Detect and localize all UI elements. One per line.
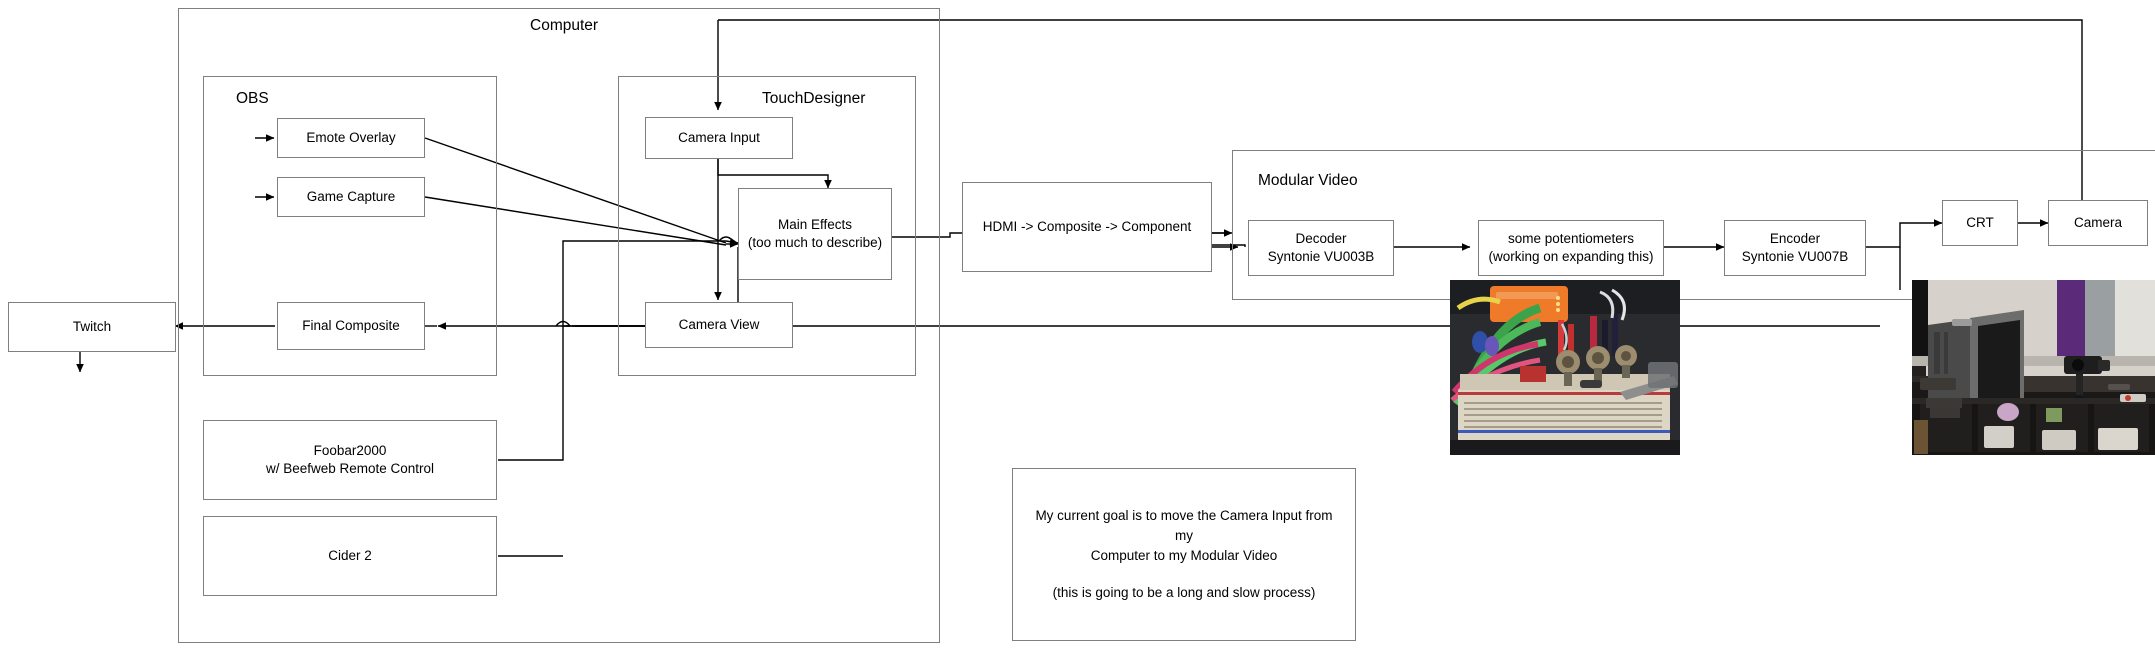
wire-camera-return-top	[718, 19, 2083, 200]
node-final-composite-label: Final Composite	[302, 318, 400, 334]
node-encoder-line1: Encoder	[1769, 231, 1821, 247]
wire-hdmi-bottom	[1212, 244, 1246, 247]
node-final-composite[interactable]: Final Composite	[277, 302, 425, 350]
crt-setup-photo	[1912, 280, 2155, 455]
node-emote-overlay[interactable]: Emote Overlay	[277, 118, 425, 158]
node-hdmi-chain-label: HDMI -> Composite -> Component	[982, 219, 1192, 235]
wire-arrow-into-main-effects-b	[725, 237, 739, 246]
wire-hop-final-composite	[555, 320, 571, 327]
node-encoder-line2: Syntonie VU007B	[1741, 249, 1849, 264]
wire-hop-main-effects	[718, 236, 734, 242]
wire-game-capture-to-main-effects	[424, 196, 727, 246]
group-touchdesigner-label: TouchDesigner	[762, 90, 866, 107]
breadboard-photo-art	[1450, 280, 1680, 455]
node-decoder-line2: Syntonie VU003B	[1267, 249, 1375, 264]
node-main-effects-line1: Main Effects	[777, 217, 853, 233]
wire-encoder-to-crt	[1864, 219, 1943, 248]
group-modular-video-label: Modular Video	[1258, 172, 1358, 189]
node-cider2[interactable]: Cider 2	[203, 516, 497, 596]
group-modular-video	[1232, 150, 2155, 300]
node-potentiometers-line2: (working on expanding this)	[1488, 249, 1654, 264]
node-decoder-line1: Decoder	[1295, 231, 1347, 247]
node-potentiometers[interactable]: some potentiometers (working on expandin…	[1478, 220, 1664, 276]
goal-note: My current goal is to move the Camera In…	[1012, 468, 1356, 641]
node-main-effects-line2: (too much to describe)	[747, 235, 883, 250]
node-camera-input-label: Camera Input	[678, 130, 760, 146]
node-camera-view-label: Camera View	[678, 317, 760, 333]
node-camera-label: Camera	[2073, 215, 2122, 231]
node-game-capture[interactable]: Game Capture	[277, 177, 425, 217]
group-computer-label: Computer	[530, 17, 599, 34]
node-decoder[interactable]: Decoder Syntonie VU003B	[1248, 220, 1394, 276]
node-potentiometers-line1: some potentiometers	[1507, 231, 1635, 247]
goal-note-line1: My current goal is to move the Camera In…	[1035, 508, 1333, 543]
node-crt-label: CRT	[1966, 215, 1994, 231]
node-camera-view[interactable]: Camera View	[645, 302, 793, 348]
group-touchdesigner	[618, 76, 916, 376]
node-foobar2000[interactable]: Foobar2000 w/ Beefweb Remote Control	[203, 420, 497, 500]
node-crt[interactable]: CRT	[1942, 200, 2018, 246]
node-foobar2000-line2: w/ Beefweb Remote Control	[265, 461, 435, 476]
node-hdmi-chain[interactable]: HDMI -> Composite -> Component	[962, 182, 1212, 272]
node-cider2-label: Cider 2	[328, 548, 372, 564]
node-main-effects[interactable]: Main Effects (too much to describe)	[738, 188, 892, 280]
node-twitch[interactable]: Twitch	[8, 302, 176, 352]
wire-foobar-to-main-effects	[498, 240, 726, 461]
node-game-capture-label: Game Capture	[306, 189, 396, 205]
node-camera[interactable]: Camera	[2048, 200, 2148, 246]
node-encoder[interactable]: Encoder Syntonie VU007B	[1724, 220, 1866, 276]
crt-setup-photo-art	[1912, 280, 2155, 455]
group-computer	[178, 8, 940, 643]
wire-emote-to-main-effects	[424, 137, 727, 244]
breadboard-photo	[1450, 280, 1680, 455]
goal-note-line2: Computer to my Modular Video	[1090, 547, 1278, 563]
group-obs-label: OBS	[236, 90, 269, 107]
node-twitch-label: Twitch	[72, 319, 112, 335]
node-emote-overlay-label: Emote Overlay	[306, 130, 396, 146]
node-foobar2000-line1: Foobar2000	[313, 443, 387, 459]
group-obs	[203, 76, 497, 376]
node-camera-input[interactable]: Camera Input	[645, 117, 793, 159]
goal-note-line3: (this is going to be a long and slow pro…	[1052, 585, 1316, 601]
